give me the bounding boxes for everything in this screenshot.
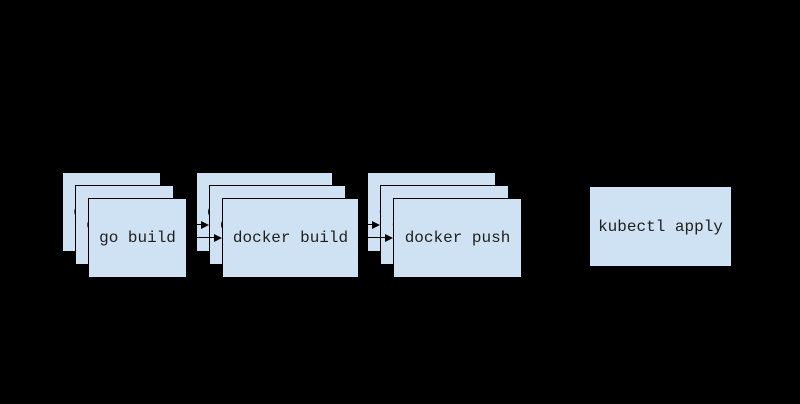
docker-push-label: docker push xyxy=(404,229,511,247)
arrow-shaft xyxy=(187,237,214,238)
arrowhead-icon xyxy=(201,221,209,229)
arrowhead-icon xyxy=(385,234,393,242)
arrow-shaft xyxy=(174,224,201,225)
docker-build-box-front: docker build xyxy=(222,198,359,278)
arrow-shaft xyxy=(359,237,385,238)
kubectl-apply-box: kubectl apply xyxy=(589,186,732,267)
arrowhead-icon xyxy=(372,221,380,229)
kubectl-apply-label: kubectl apply xyxy=(598,217,723,236)
arrow-shaft xyxy=(346,224,372,225)
docker-push-box-front: docker push xyxy=(393,198,522,278)
go-build-box-front: go build xyxy=(88,198,187,278)
go-build-label: go build xyxy=(99,229,176,247)
arrowhead-icon xyxy=(214,234,222,242)
arrow-docker-build-to-docker-push-middle xyxy=(346,221,380,229)
arrow-go-build-to-docker-build-front xyxy=(187,234,222,242)
docker-build-label: docker build xyxy=(232,229,349,247)
arrow-docker-build-to-docker-push-front xyxy=(359,234,393,242)
arrow-go-build-to-docker-build-middle xyxy=(174,221,209,229)
